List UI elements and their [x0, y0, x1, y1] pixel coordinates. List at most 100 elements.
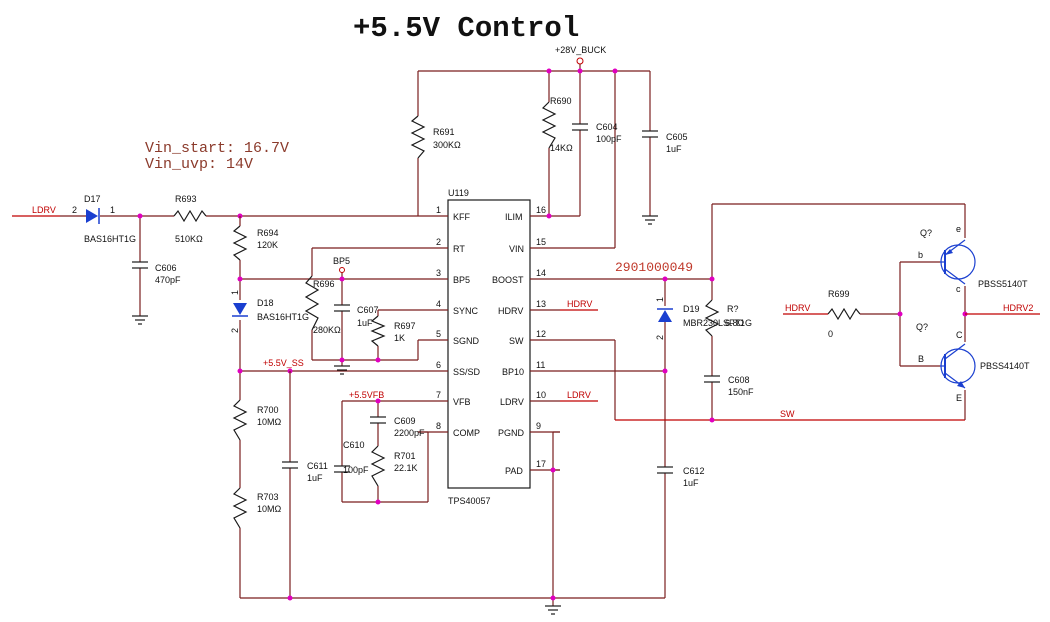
q1-pin-c: c — [956, 284, 961, 294]
pin-13-name: HDRV — [498, 306, 523, 316]
c608-value: 150nF — [728, 387, 754, 397]
right-side-wires — [240, 203, 965, 606]
c606-ref: C606 — [155, 263, 177, 273]
pin-10-name: LDRV — [500, 397, 524, 407]
d17-ref: D17 — [84, 194, 101, 204]
pin-9-name: PGND — [498, 428, 525, 438]
q2-pin-b: B — [918, 354, 924, 364]
q2-transistor — [940, 343, 976, 389]
junction — [237, 368, 243, 374]
net-buck-label: +28V_BUCK — [555, 45, 606, 55]
pin-5-name: SGND — [453, 336, 480, 346]
q1-pin-b: b — [918, 250, 923, 260]
net-sw-label: SW — [780, 409, 795, 419]
pin-2-name: RT — [453, 244, 465, 254]
junction — [375, 499, 381, 505]
junction — [339, 276, 345, 282]
c610-value: 100pF — [343, 465, 369, 475]
r701-value: 22.1K — [394, 463, 418, 473]
ic-ref: U119 — [448, 188, 469, 198]
net-ss-label: +5.5V_SS — [263, 358, 304, 368]
input-wires — [60, 215, 418, 316]
net-bp5-label: BP5 — [333, 256, 350, 266]
r697-value: 1K — [394, 333, 405, 343]
pin-9-num: 9 — [536, 421, 541, 431]
c611-ref: C611 — [307, 461, 328, 471]
vin-uvp-note: Vin_uvp: 14V — [145, 156, 253, 173]
r690-value: 14KΩ — [550, 143, 573, 153]
d17-value: BAS16HT1G — [84, 234, 136, 244]
net-ldrv-pin: LDRV — [567, 390, 591, 400]
r696-ref: R696 — [313, 279, 335, 289]
net-ldrv-in: LDRV — [32, 205, 56, 215]
pin-16-num: 16 — [536, 205, 546, 215]
net-hdrv-pin: HDRV — [567, 299, 592, 309]
d19-pin-top: 1 — [655, 297, 665, 302]
buck-rail-wires — [417, 64, 651, 249]
c605-value: 1uF — [666, 144, 682, 154]
junction — [546, 68, 552, 74]
pin-5-num: 5 — [436, 329, 441, 339]
pin-11-name: BP10 — [502, 367, 524, 377]
junction — [662, 276, 668, 282]
d17-pin-a: 2 — [72, 205, 77, 215]
r700-resistor — [232, 399, 248, 441]
c609-ref: C609 — [394, 416, 416, 426]
r-unknown-resistor — [704, 299, 720, 337]
r700-value: 10MΩ — [257, 417, 282, 427]
pin-6-num: 6 — [436, 360, 441, 370]
buck-port — [576, 57, 584, 65]
pin-3-name: BP5 — [453, 275, 470, 285]
r694-ref: R694 — [257, 228, 279, 238]
r697-ref: R697 — [394, 321, 416, 331]
rt-cluster-wires — [311, 247, 419, 366]
junction — [137, 213, 143, 219]
d18-value: BAS16HT1G — [257, 312, 309, 322]
ground-symbol — [132, 315, 148, 325]
q1-pin-e: e — [956, 224, 961, 234]
c612-value: 1uF — [683, 478, 699, 488]
d19-ref: D19 — [683, 304, 700, 314]
d18-diode — [233, 303, 247, 315]
r-unknown-value: 6.8Ω — [725, 318, 745, 328]
r696-value: 280KΩ — [313, 325, 341, 335]
r703-resistor — [232, 487, 248, 529]
c609-value: 2200pF — [394, 428, 425, 438]
pin-10-num: 10 — [536, 390, 546, 400]
net-hdrv-in: HDRV — [785, 303, 810, 313]
c608-ref: C608 — [728, 375, 750, 385]
r691-ref: R691 — [433, 127, 455, 137]
pin-2-num: 2 — [436, 237, 441, 247]
pin-6-name: SS/SD — [453, 367, 481, 377]
c611-value: 1uF — [307, 473, 323, 483]
net-fb-label: +5.5VFB — [349, 390, 384, 400]
d18-pin-bot: 2 — [230, 328, 240, 333]
d18-ref: D18 — [257, 298, 274, 308]
pin-12-name: SW — [509, 336, 524, 346]
pin-15-num: 15 — [536, 237, 546, 247]
c605-ref: C605 — [666, 132, 688, 142]
junction — [612, 68, 618, 74]
q1-ref: Q? — [920, 228, 932, 238]
d19-diode — [658, 310, 672, 322]
part-code: 2901000049 — [615, 260, 693, 275]
r691-resistor — [410, 115, 426, 159]
junction — [339, 357, 345, 363]
r694-value: 120K — [257, 240, 278, 250]
r690-resistor — [541, 101, 557, 149]
pin-14-num: 14 — [536, 268, 546, 278]
pin-8-num: 8 — [436, 421, 441, 431]
junction — [550, 595, 556, 601]
q2-pin-e: E — [956, 393, 962, 403]
junction — [709, 276, 715, 282]
q1-part: PBSS5140T — [978, 279, 1028, 289]
q2-ref: Q? — [916, 322, 928, 332]
r697-resistor — [370, 315, 386, 347]
pin-1-num: 1 — [436, 205, 441, 215]
pin-7-num: 7 — [436, 390, 441, 400]
pin-17-num: 17 — [536, 459, 546, 469]
r693-resistor — [173, 209, 207, 223]
ground-symbol — [334, 365, 350, 375]
d18-pin-top: 1 — [230, 290, 240, 295]
